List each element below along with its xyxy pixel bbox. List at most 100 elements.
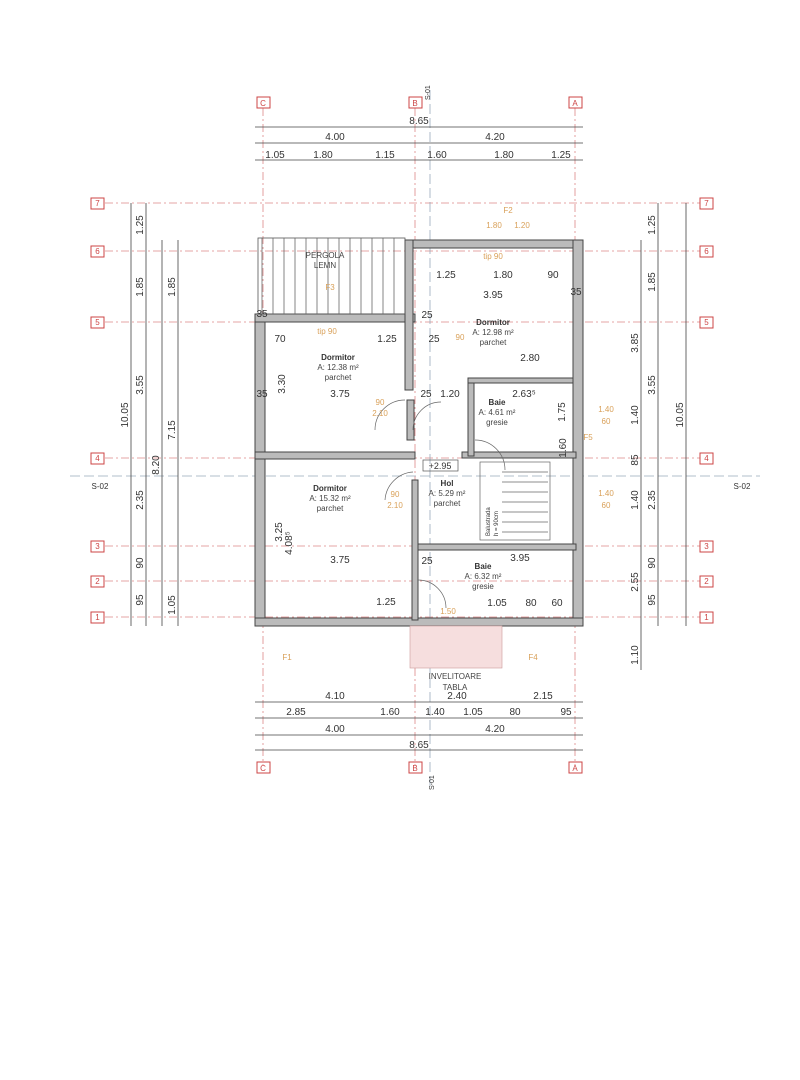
axis-marker-box bbox=[699, 245, 714, 258]
right-total-dim: 10.05 bbox=[675, 402, 686, 427]
room-floor: parchet bbox=[317, 504, 344, 513]
axis-marker-box bbox=[699, 575, 714, 588]
roof-area bbox=[409, 625, 503, 669]
axis-marker-box bbox=[90, 452, 105, 465]
section-label-top: S-01 bbox=[425, 85, 432, 100]
axis-label-1: 1 bbox=[704, 613, 709, 622]
window-tag: F3 bbox=[325, 283, 335, 292]
inner-dim: 1.80 bbox=[493, 270, 513, 281]
left-dim: 1.25 bbox=[135, 215, 146, 235]
axis-label-b-bottom: B bbox=[412, 764, 417, 773]
room-floor: parchet bbox=[434, 499, 461, 508]
left-dim: 3.55 bbox=[135, 375, 146, 395]
inner-dim: 3.95 bbox=[510, 553, 530, 564]
pergola-label: PERGOLA bbox=[306, 251, 345, 260]
section-label-right: S-02 bbox=[734, 482, 751, 491]
roof-label-2: TABLA bbox=[443, 683, 468, 692]
bottom-dim: 4.20 bbox=[485, 724, 505, 735]
window-mark: 60 bbox=[602, 501, 611, 510]
window-mark: tip 90 bbox=[317, 327, 337, 336]
axis-marker-box bbox=[90, 197, 105, 210]
axis-label-7: 7 bbox=[704, 199, 709, 208]
inner-dim: 35 bbox=[570, 287, 582, 298]
inner-dim: 3.95 bbox=[483, 290, 503, 301]
inner-dim: 35 bbox=[256, 389, 268, 400]
right-dim: 3.55 bbox=[647, 375, 658, 395]
inner-dim: 1.60 bbox=[558, 438, 569, 458]
section-label-bottom: S-01 bbox=[429, 775, 436, 790]
axis-label-1: 1 bbox=[95, 613, 100, 622]
top-detail-dim: 1.25 bbox=[551, 150, 571, 161]
window-tag: F5 bbox=[583, 433, 593, 442]
inner-dim: 1.25 bbox=[376, 597, 396, 608]
left-dim: 1.05 bbox=[167, 595, 178, 615]
room-name: Baie bbox=[475, 562, 492, 571]
right-dim: 1.40 bbox=[630, 405, 641, 425]
room-name: Baie bbox=[489, 398, 506, 407]
window-tag: F2 bbox=[503, 206, 513, 215]
window-tag: F4 bbox=[528, 653, 538, 662]
axis-label-3: 3 bbox=[704, 542, 709, 551]
inner-dim: 3.75 bbox=[330, 555, 350, 566]
window-mark: 2.10 bbox=[387, 501, 403, 510]
inner-dim: 1.05 bbox=[487, 598, 507, 609]
inner-dim: 25 bbox=[421, 556, 433, 567]
axis-marker-box bbox=[699, 197, 714, 210]
room-name: Dormitor bbox=[321, 353, 355, 362]
right-dim: 2.55 bbox=[630, 572, 641, 592]
axis-marker-box bbox=[699, 452, 714, 465]
inner-dim: 1.75 bbox=[557, 402, 568, 422]
axis-label-4: 4 bbox=[704, 454, 709, 463]
bottom-dim: 4.00 bbox=[325, 724, 345, 735]
roof-label: INVELITOARE bbox=[429, 672, 482, 681]
left-dim: 90 bbox=[135, 557, 146, 569]
room-name: Dormitor bbox=[476, 318, 510, 327]
right-dim: 1.10 bbox=[630, 645, 641, 665]
left-total-dim: 10.05 bbox=[120, 402, 131, 427]
room-area: A: 12.98 m² bbox=[472, 328, 514, 337]
room-floor: parchet bbox=[325, 373, 352, 382]
axis-markers: C B A C B A bbox=[256, 96, 583, 774]
inner-dim: 3.25 bbox=[274, 522, 285, 542]
window-tag: F1 bbox=[282, 653, 292, 662]
inner-dim: 35 bbox=[256, 309, 268, 320]
bottom-dim: 4.10 bbox=[325, 691, 345, 702]
room-area: A: 5.29 m² bbox=[429, 489, 466, 498]
axis-marker-box bbox=[699, 316, 714, 329]
axis-label-6: 6 bbox=[704, 247, 709, 256]
window-mark: 90 bbox=[391, 490, 400, 499]
bottom-dim: 2.40 bbox=[447, 691, 467, 702]
inner-dim: 60 bbox=[551, 598, 563, 609]
bottom-dim: 2.15 bbox=[533, 691, 553, 702]
top-detail-dim: 1.15 bbox=[375, 150, 395, 161]
axis-label-c-bottom: C bbox=[260, 764, 266, 773]
axis-label-2: 2 bbox=[704, 577, 709, 586]
pergola-label-2: LEMN bbox=[314, 261, 336, 270]
right-dim: 85 bbox=[630, 454, 641, 466]
top-detail-dim: 1.80 bbox=[313, 150, 333, 161]
window-mark: 1.80 bbox=[486, 221, 502, 230]
left-dim: 8.20 bbox=[151, 455, 162, 475]
window-mark: 60 bbox=[602, 417, 611, 426]
axis-label-a: A bbox=[572, 99, 578, 108]
staircase bbox=[479, 461, 551, 541]
stairs-note-2: h = 90cm bbox=[494, 511, 500, 536]
left-dim: 1.85 bbox=[167, 277, 178, 297]
axis-marker-box bbox=[90, 540, 105, 553]
axis-label-7: 7 bbox=[95, 199, 100, 208]
room-name: Dormitor bbox=[313, 484, 347, 493]
window-mark: 1.40 bbox=[598, 489, 614, 498]
door-swings bbox=[374, 399, 506, 609]
left-dim: 1.85 bbox=[135, 277, 146, 297]
pergola bbox=[257, 237, 406, 315]
room-name: Hol bbox=[441, 479, 454, 488]
top-dim: 4.20 bbox=[485, 132, 505, 143]
bottom-detail-dim: 2.85 bbox=[286, 707, 306, 718]
stairs-note: Balustrada bbox=[486, 507, 492, 536]
axis-marker-box bbox=[90, 575, 105, 588]
axis-label-c: C bbox=[260, 99, 266, 108]
walls bbox=[254, 239, 584, 627]
